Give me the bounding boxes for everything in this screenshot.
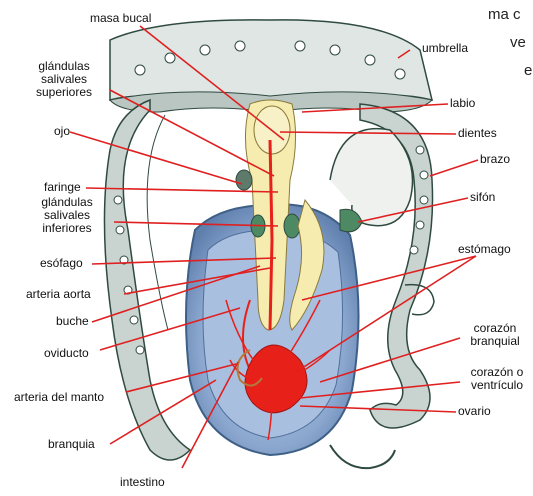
leader-arteria-manto bbox=[126, 364, 236, 392]
leader-glandulas-inf bbox=[114, 222, 278, 226]
leader-ojo bbox=[70, 132, 242, 184]
label-estomago: estómago bbox=[458, 243, 511, 256]
text-fragment-3: e bbox=[524, 62, 532, 79]
label-corazon-branquial-line2: branquial bbox=[462, 335, 528, 348]
label-umbrella: umbrella bbox=[422, 42, 468, 55]
label-masa-bucal: masa bucal bbox=[90, 12, 151, 25]
label-glandulas-inf-line3: inferiores bbox=[26, 222, 108, 235]
leader-corazon-branquial bbox=[320, 338, 460, 382]
label-labio: labio bbox=[450, 97, 475, 110]
text-fragment-1: ma c bbox=[488, 6, 521, 23]
label-faringe: faringe bbox=[44, 181, 81, 194]
label-corazon-ventriculo-line2: ventrículo bbox=[462, 379, 532, 392]
label-ovario: ovario bbox=[458, 405, 491, 418]
leader-dientes bbox=[280, 132, 456, 134]
leader-faringe bbox=[86, 188, 278, 192]
leader-brazo bbox=[430, 160, 478, 176]
label-glandulas-sup-line3: superiores bbox=[24, 86, 104, 99]
leader-aorta bbox=[124, 268, 270, 294]
label-intestino: intestino bbox=[120, 476, 165, 489]
leader-buche bbox=[92, 266, 260, 322]
leader-intestino bbox=[182, 362, 238, 468]
label-brazo: brazo bbox=[480, 153, 510, 166]
leader-glandulas-sup bbox=[110, 90, 274, 176]
label-dientes: dientes bbox=[458, 127, 497, 140]
label-glandulas-salivales-inferiores: glándulas salivales inferiores bbox=[26, 196, 108, 235]
leader-estomago-2 bbox=[296, 256, 476, 372]
leader-esofago bbox=[92, 258, 276, 264]
leader-umbrella bbox=[398, 50, 410, 58]
label-arteria-del-manto: arteria del manto bbox=[14, 391, 104, 404]
label-branquia: branquia bbox=[48, 438, 95, 451]
label-glandulas-salivales-superiores: glándulas salivales superiores bbox=[24, 60, 104, 99]
leader-estomago-1 bbox=[302, 256, 476, 300]
leader-ovario bbox=[300, 406, 456, 412]
text-fragment-2: ve bbox=[510, 34, 526, 51]
leader-oviducto bbox=[100, 308, 240, 350]
label-esofago: esófago bbox=[40, 257, 83, 270]
leader-corazon-ventriculo bbox=[300, 382, 460, 398]
label-buche: buche bbox=[56, 315, 89, 328]
leader-masa-bucal bbox=[140, 26, 284, 140]
label-arteria-aorta: arteria aorta bbox=[26, 288, 91, 301]
label-sifon: sifón bbox=[470, 191, 495, 204]
label-oviducto: oviducto bbox=[44, 347, 89, 360]
label-ojo: ojo bbox=[54, 125, 70, 138]
leader-labio bbox=[302, 104, 448, 112]
label-corazon-branquial: corazón branquial bbox=[462, 322, 528, 348]
leader-sifon bbox=[358, 198, 468, 222]
label-corazon-ventriculo: corazón o ventrículo bbox=[462, 366, 532, 392]
